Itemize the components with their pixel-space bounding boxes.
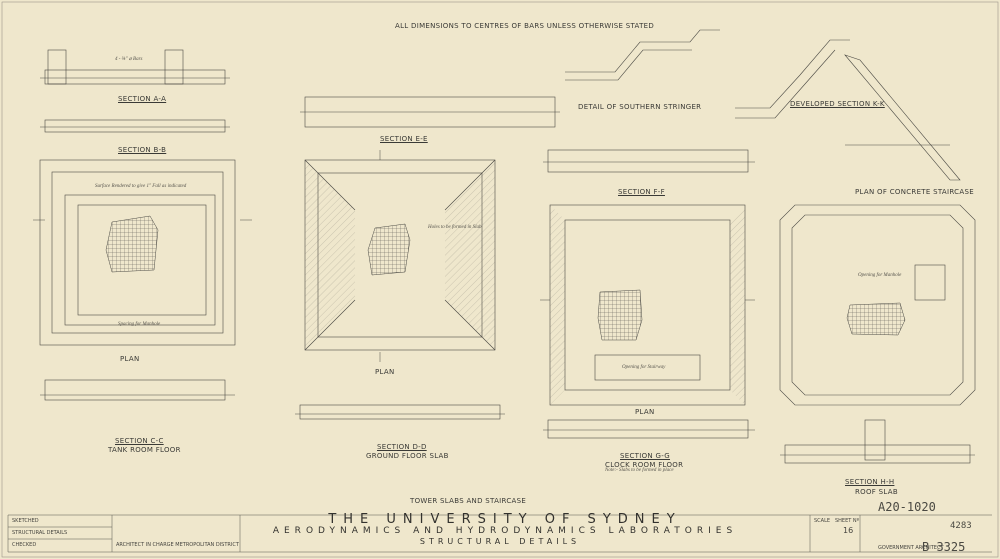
section-a-label: SECTION A-A bbox=[118, 95, 167, 103]
clock-room-floor-label: CLOCK ROOM FLOOR bbox=[605, 461, 684, 469]
plan-2-label: PLAN bbox=[375, 368, 395, 376]
section-c-label: SECTION C-C bbox=[115, 437, 164, 445]
note-surface: Surface Rendered to give 1" Fall as indi… bbox=[95, 184, 187, 189]
sheet-heading: TOWER SLABS AND STAIRCASE bbox=[410, 497, 527, 505]
title-row-3: CHECKED bbox=[12, 542, 37, 548]
section-k-label: DEVELOPED SECTION K-K bbox=[790, 100, 885, 108]
note-bars: 4 - ⅝" ⌀ Bars bbox=[115, 57, 143, 62]
laboratory-title: AERODYNAMICS AND HYDRODYNAMICS LABORATOR… bbox=[272, 526, 738, 536]
scale-label: SCALE bbox=[814, 518, 831, 524]
section-h-label: SECTION H-H bbox=[845, 478, 895, 486]
sheet-number: 16 bbox=[843, 526, 854, 535]
ground-floor-slab-label: GROUND FLOOR SLAB bbox=[366, 452, 449, 460]
staircase-plan-label: PLAN OF CONCRETE STAIRCASE bbox=[855, 188, 974, 196]
tank-room-floor-label: TANK ROOM FLOOR bbox=[108, 446, 181, 454]
plan-1-label: PLAN bbox=[120, 355, 140, 363]
header-note: ALL DIMENSIONS TO CENTRES OF BARS UNLESS… bbox=[395, 22, 655, 30]
stamp-number: B 3325 bbox=[922, 540, 966, 554]
title-row-1: SKETCHED bbox=[12, 518, 39, 524]
section-g-label: SECTION G-G bbox=[620, 452, 670, 460]
stringer-detail-label: DETAIL OF SOUTHERN STRINGER bbox=[578, 103, 702, 111]
section-d-label: SECTION D-D bbox=[377, 443, 427, 451]
university-title: THE UNIVERSITY OF SYDNEY bbox=[328, 512, 682, 527]
note-manhole-opening: Opening for Manhole bbox=[858, 273, 902, 278]
plan-3-label: PLAN bbox=[635, 408, 655, 416]
note-holes: Holes to be formed in Slab bbox=[428, 225, 482, 230]
reference-number: A20-1020 bbox=[878, 500, 936, 514]
subject-title: STRUCTURAL DETAILS bbox=[419, 537, 581, 546]
section-b-label: SECTION B-B bbox=[118, 146, 167, 154]
corner-number: 4283 bbox=[950, 521, 972, 531]
sheet-label: SHEET Nº bbox=[835, 518, 859, 524]
government-architect: GOVERNMENT ARCHITECT bbox=[878, 545, 944, 551]
roof-slab-label: ROOF SLAB bbox=[855, 488, 898, 496]
title-row-2: STRUCTURAL DETAILS bbox=[12, 530, 68, 536]
note-manhole-space: Spacing for Manhole bbox=[118, 322, 161, 327]
note-slabs: Note:- Slabs to be formed in place bbox=[605, 468, 674, 473]
note-stair-opening: Opening for Stairway bbox=[622, 365, 666, 370]
section-f-label: SECTION F-F bbox=[618, 188, 665, 196]
architect-in-charge: ARCHITECT IN CHARGE METROPOLITAN DISTRIC… bbox=[116, 542, 239, 548]
section-e-label: SECTION E-E bbox=[380, 135, 428, 143]
